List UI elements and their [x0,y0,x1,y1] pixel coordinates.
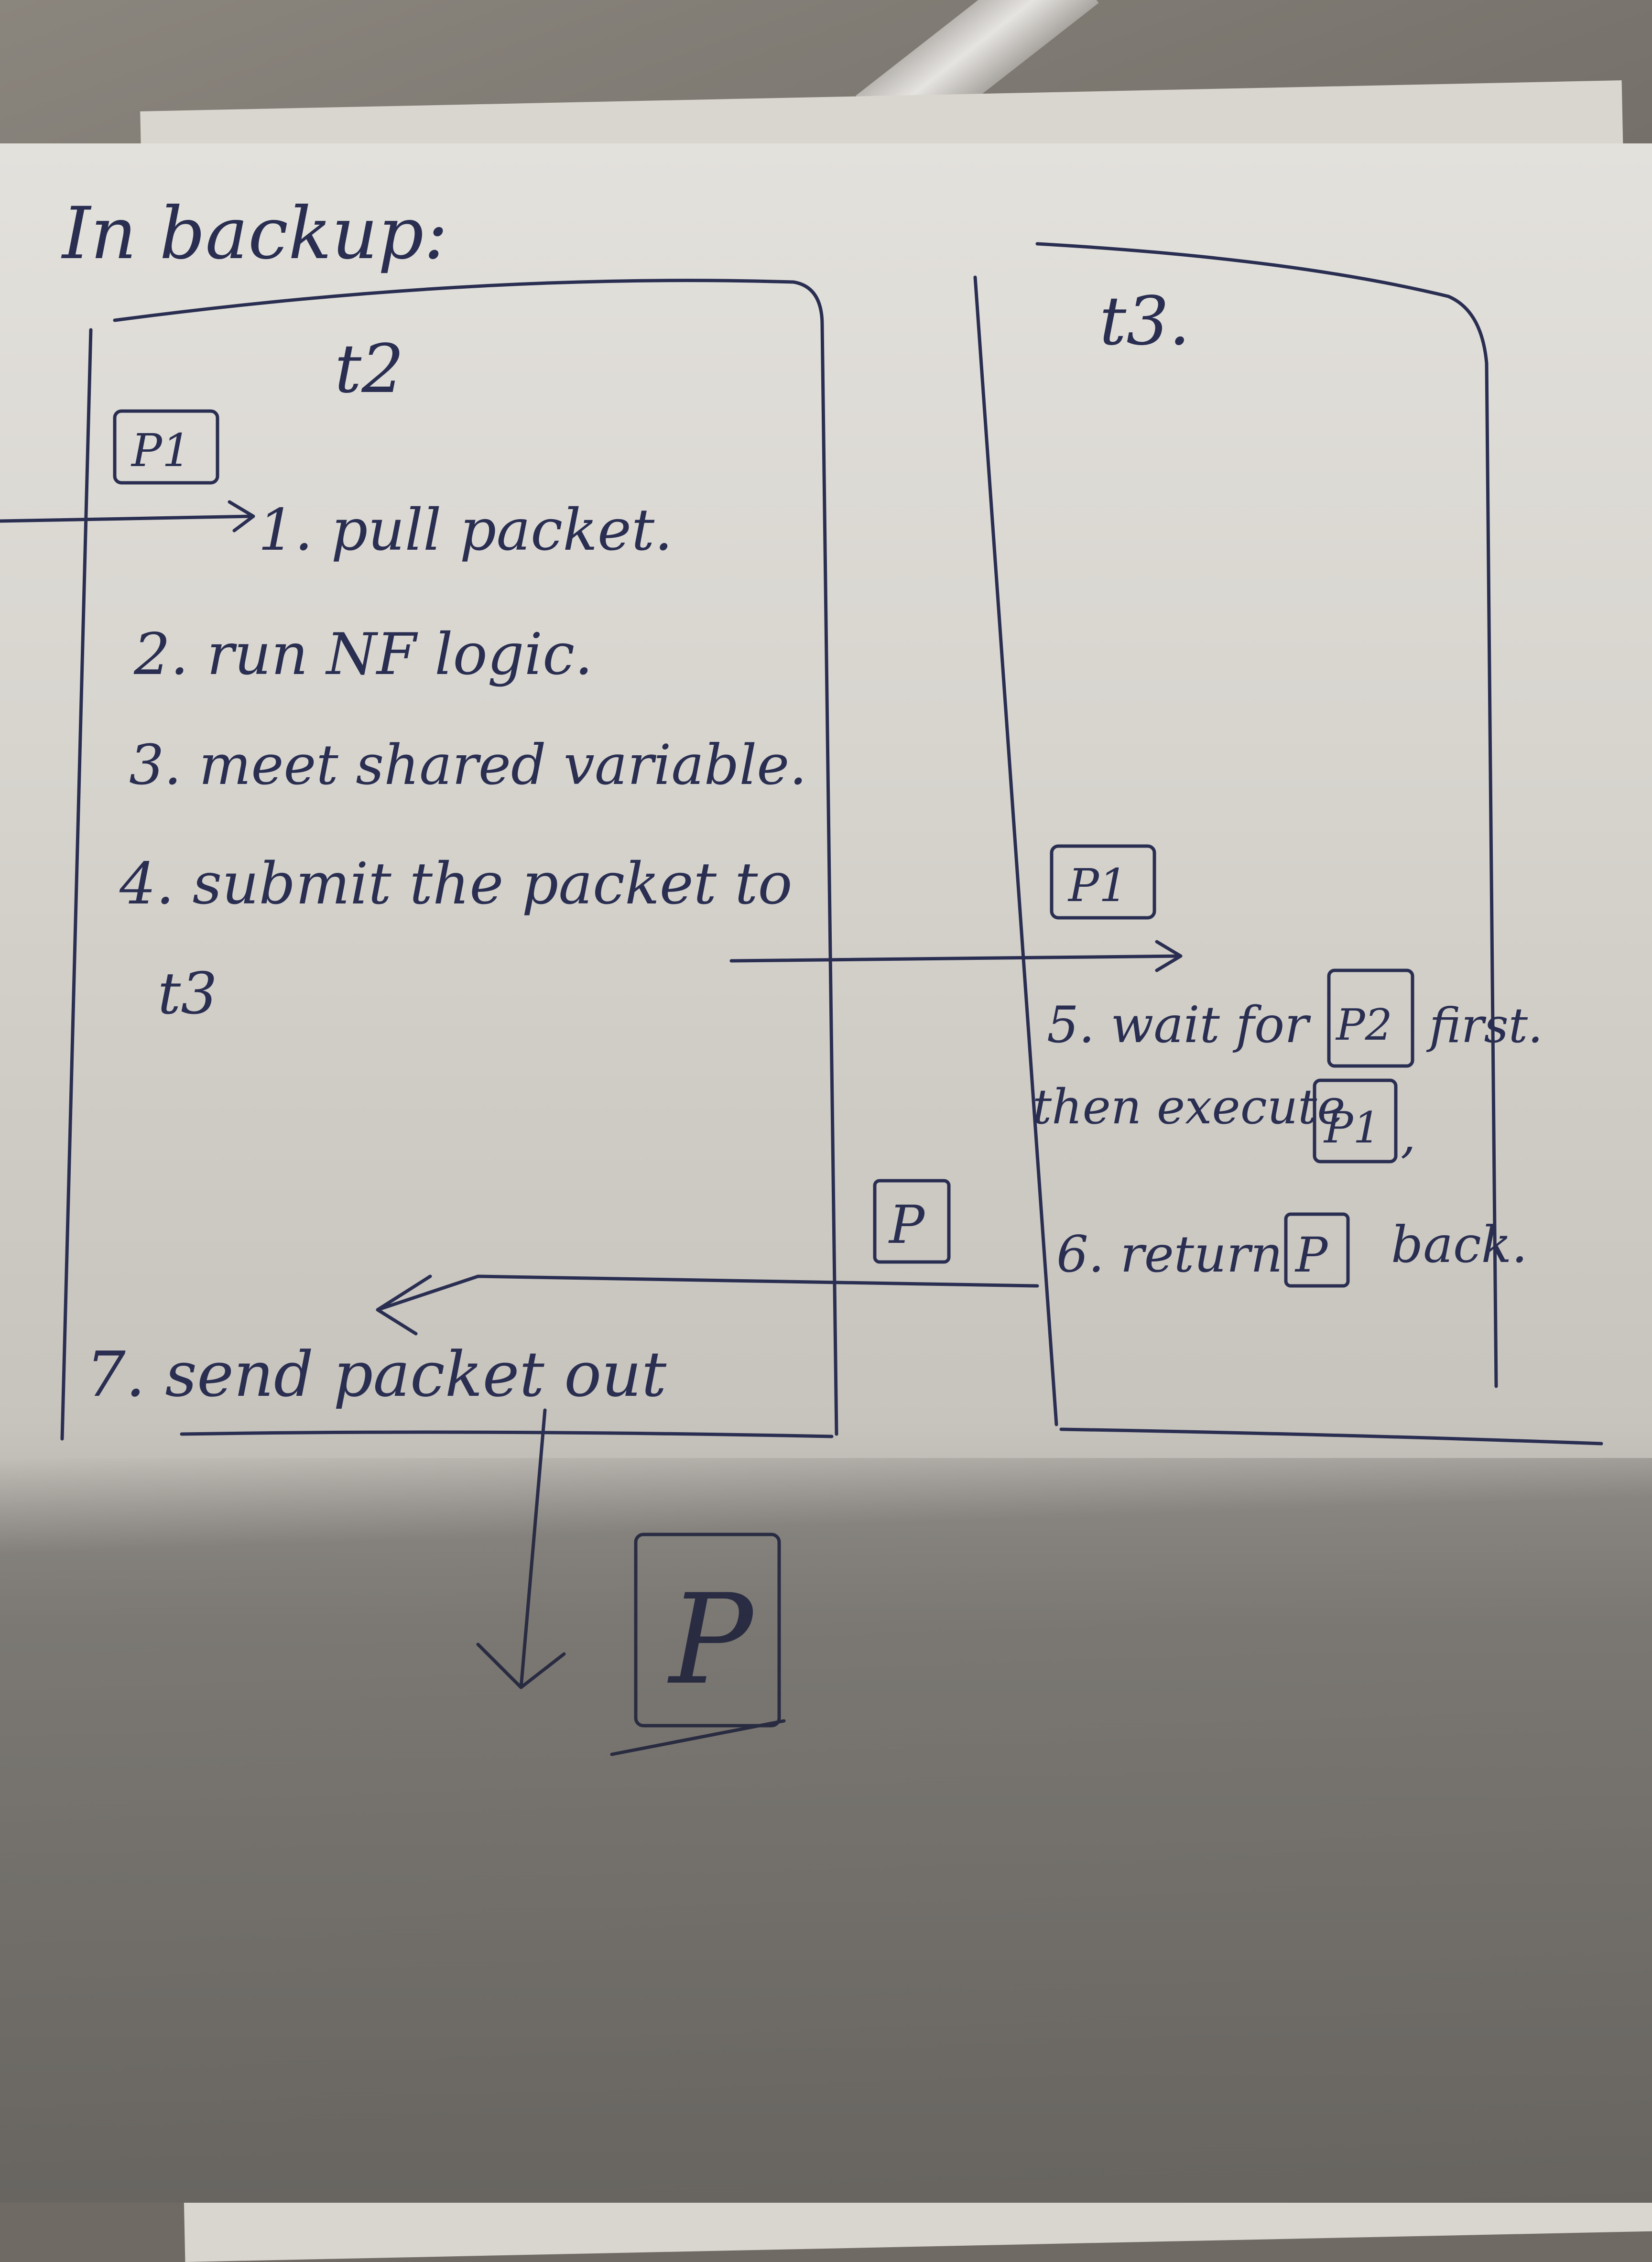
step-5-text: 5. wait for [1047,996,1311,1054]
output-underline [610,1719,786,1756]
step-5-first: first. [1426,998,1543,1054]
lane-t2-box [60,279,838,1441]
arrow-incoming [0,500,255,533]
packet-box-p-back [1284,1212,1350,1288]
packet-label-p1-t2: P1 [130,424,191,477]
arrow-send-out [476,1408,566,1689]
diagram-canvas: In backup: t2 t3. P1 P1 P2 P1 P P P 1. p… [0,192,1603,1756]
packet-label-p-output: P [667,1568,755,1712]
step-4-target: t3 [158,961,217,1027]
packet-box-p-output [634,1533,781,1728]
step-6-back: back. [1391,1216,1528,1274]
step-3-text: 3. meet shared variable. [129,733,807,797]
packet-box-p2 [1327,968,1414,1068]
step-5-execute: then execute [1032,1079,1346,1135]
hand-shadow [0,1458,1652,2203]
packet-box-p1-exec [1313,1078,1398,1164]
step-4-text: 4. submit the packet to [119,851,793,917]
step-7-text: 7. send packet out [86,1338,667,1411]
packet-label-p2: P2 [1335,1000,1392,1050]
packet-box-p-return [873,1179,951,1264]
paper-sheet [0,143,1652,2203]
packet-label-p1-exec: P1 [1323,1103,1380,1153]
lane-t3-box [973,242,1603,1446]
packet-box-p1-t3 [1050,844,1156,920]
step-6-text: 6. return [1056,1225,1283,1283]
step-1-text: 1. pull packet. [258,497,673,564]
packet-label-p-return: P [888,1194,925,1255]
step-5-comma: , [1401,1108,1416,1164]
packet-label-p-back: P [1294,1227,1328,1283]
step-2-text: 2. run NF logic. [133,621,593,688]
lane-t3-label: t3. [1099,283,1190,360]
packet-label-p1-t3: P1 [1067,859,1128,912]
packet-box-p1-t2 [113,409,219,485]
arrow-t3-to-t2 [376,1274,1039,1336]
lane-t2-label: t2 [335,330,404,408]
arrow-t2-to-t3 [729,940,1183,972]
page-title: In backup: [61,192,448,275]
